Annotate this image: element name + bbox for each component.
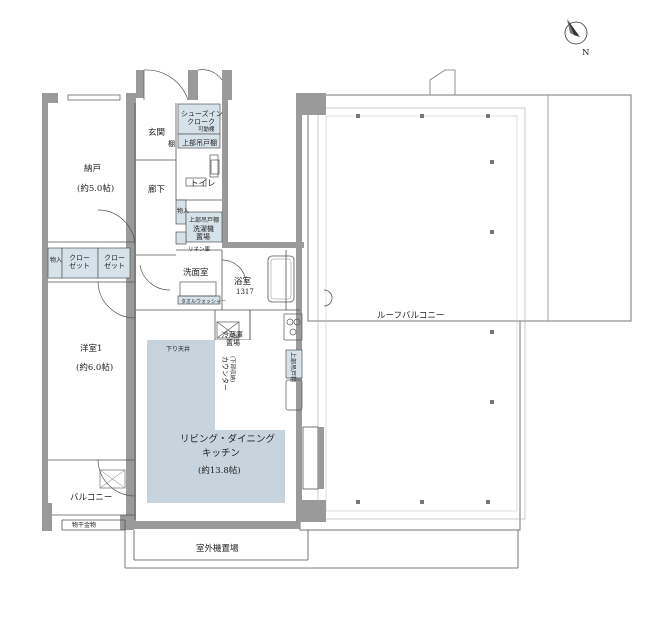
label-outdoor-unit: 室外機置場	[196, 543, 239, 554]
label-nando: 納戸	[84, 163, 101, 174]
label-lower-ceiling: 下り天井	[166, 345, 190, 353]
exterior-walls	[42, 70, 326, 531]
balcony-frame	[99, 469, 126, 489]
window-nando	[67, 94, 121, 101]
label-towel-rack: タオルウォッシャー	[181, 298, 226, 305]
label-fridge2: 置場	[226, 338, 240, 347]
label-closet-left2: ゼット	[69, 261, 90, 270]
label-drying-rack: 物干金物	[72, 521, 96, 529]
label-cloak: クローク	[187, 118, 215, 126]
label-washer2: 置場	[196, 232, 210, 241]
label-upper-cabinet-mid: 上部吊戸棚	[189, 216, 219, 224]
label-ldk: リビング・ダイニング	[180, 433, 276, 445]
label-ldk-area: (約13.8帖)	[198, 465, 241, 476]
label-linen: リネン庫	[188, 245, 211, 253]
label-washer: 洗濯機	[193, 224, 214, 233]
label-monoire-left: 物入	[50, 256, 62, 264]
label-yoshitsu: 洋室1	[80, 343, 102, 354]
label-tana: 棚	[168, 139, 175, 148]
compass-icon: N	[564, 19, 590, 58]
label-counter: (下部収納)	[229, 356, 237, 382]
label-fridge: 冷蔵庫	[222, 330, 243, 339]
label-storage-small: 物入	[177, 207, 189, 215]
washbasin	[179, 281, 217, 297]
label-upper-cabinet-kitchen: 上部吊戸棚	[289, 352, 297, 382]
doors	[97, 69, 247, 497]
label-genkan: 玄関	[148, 127, 165, 138]
labels: 玄関 棚 シューズイン クローク 可動棚 上部吊戸棚 トイレ 廊下 納戸 (約5…	[50, 109, 297, 554]
label-bathroom: 浴室	[234, 276, 252, 287]
label-balcony: バルコニー	[70, 493, 112, 503]
label-nando-area: (約5.0帖)	[77, 183, 114, 194]
storage-units	[47, 103, 303, 379]
roof-balcony-label: ルーフバルコニー	[377, 311, 444, 321]
label-yoshitsu-area: (約6.0帖)	[76, 362, 113, 373]
label-toilet: トイレ	[190, 179, 216, 189]
roof-balcony: ルーフバルコニー	[299, 69, 632, 531]
compass-north-label: N	[582, 48, 590, 58]
label-washroom: 洗面室	[183, 267, 209, 278]
label-closet-right: クロー	[104, 254, 125, 262]
label-bathroom-size: 1317	[236, 288, 254, 296]
label-closet-right2: ゼット	[104, 261, 125, 270]
label-counter2: カウンター	[221, 356, 230, 391]
bathtub	[267, 255, 295, 303]
label-corridor: 廊下	[148, 184, 166, 195]
label-upper-cabinet-top: 上部吊戸棚	[182, 138, 217, 147]
label-shoes-in: シューズイン	[181, 109, 223, 118]
label-movable-shelf: 可動棚	[198, 125, 215, 133]
toilet-fixture	[210, 159, 220, 175]
label-closet-left: クロー	[69, 254, 90, 262]
ldk-window	[302, 426, 319, 490]
label-ldk2: キッチン	[202, 448, 240, 459]
